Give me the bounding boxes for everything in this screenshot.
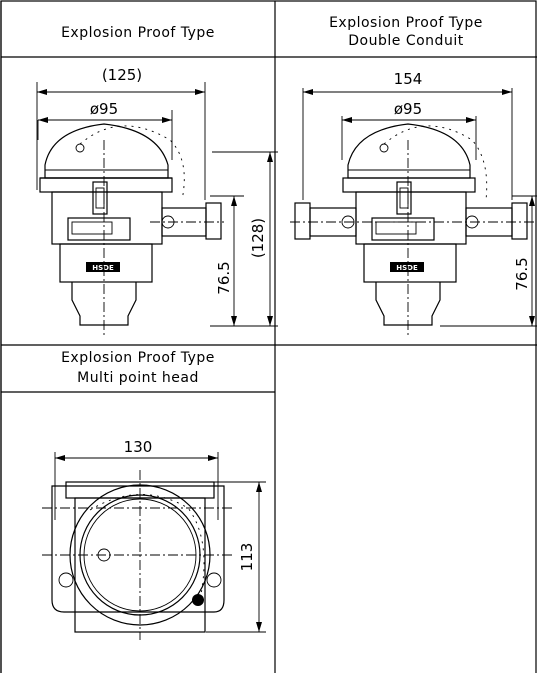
dim-overall-width-1: (125) [102,66,142,84]
dim-height-total-1: (128) [249,218,267,258]
cell3-header-line2: Multi point head [77,370,199,386]
svg-text:HSDE: HSDE [92,264,114,272]
dim-height-lower-2: 76.5 [513,257,531,290]
head-drawing-double-conduit: HSDE [290,88,537,335]
head-drawing-single: HSDE [36,82,278,335]
dim-cover-dia-1: ø95 [90,100,118,118]
cell2-header-line1: Explosion Proof Type [329,15,483,31]
dim-cover-dia-2: ø95 [394,100,422,118]
head-drawing-multi-point [42,452,266,640]
dim-overall-width-2: 154 [394,70,423,88]
cell1-header: Explosion Proof Type [61,25,215,41]
dim-height-total-3: 113 [238,543,256,572]
cell2-header-line2: Double Conduit [348,33,463,49]
svg-text:HSDE: HSDE [396,264,418,272]
dim-height-lower-1: 76.5 [215,261,233,294]
dim-overall-width-3: 130 [124,438,153,456]
cell3-header-line1: Explosion Proof Type [61,350,215,366]
